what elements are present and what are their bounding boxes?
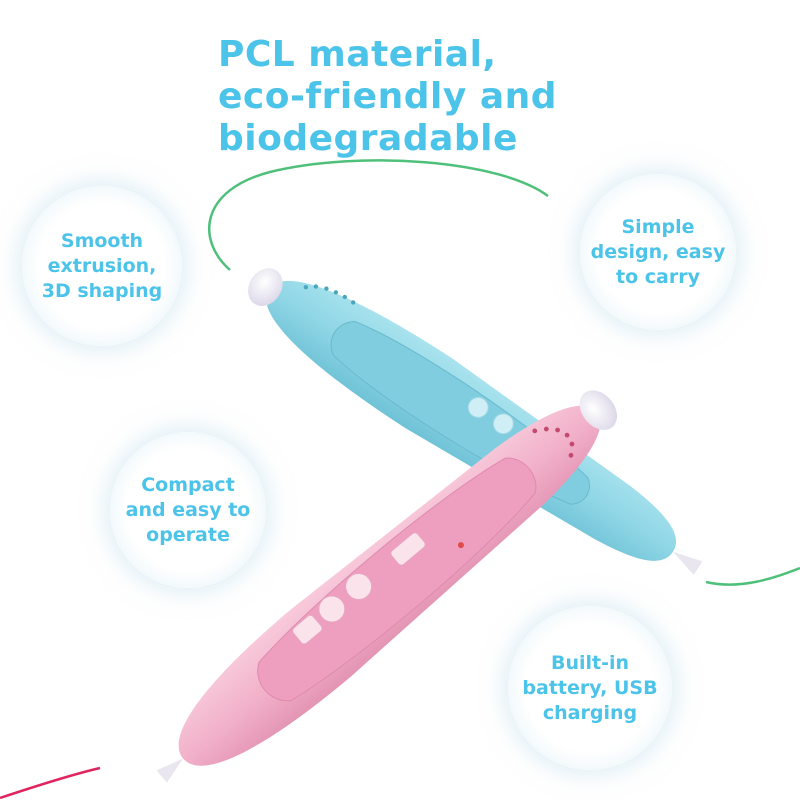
feature-bubble-design: Simple design, easy to carry <box>580 174 736 330</box>
red-filament <box>0 766 101 800</box>
feature-bubble-extrusion: Smooth extrusion, 3D shaping <box>22 186 182 346</box>
green-filament-tail <box>705 566 800 586</box>
feature-text: operate <box>146 523 230 546</box>
green-filament <box>207 159 549 271</box>
headline-line-2: eco-friendly and <box>218 76 558 117</box>
feature-bubble-compact: Compact and easy to operate <box>110 432 266 588</box>
feature-text: Smooth <box>60 229 144 252</box>
feature-text: charging <box>542 701 638 724</box>
feature-text: extrusion, <box>47 254 157 277</box>
feature-text: design, easy <box>590 240 726 263</box>
feature-text: 3D shaping <box>41 279 163 302</box>
headline-line-3: biodegradable <box>218 118 518 159</box>
feature-text: to carry <box>616 265 700 288</box>
feature-text: and easy to <box>125 498 251 521</box>
pink-pen <box>156 390 618 783</box>
feature-text: battery, USB <box>522 676 658 699</box>
feature-text: Simple <box>621 215 695 238</box>
headline: PCL material, eco-friendly and biodegrad… <box>218 34 638 160</box>
feature-text: Compact <box>141 473 235 496</box>
feature-bubble-battery: Built-in battery, USB charging <box>508 606 672 770</box>
feature-text: Built-in <box>550 651 630 674</box>
headline-line-1: PCL material, <box>218 34 497 75</box>
